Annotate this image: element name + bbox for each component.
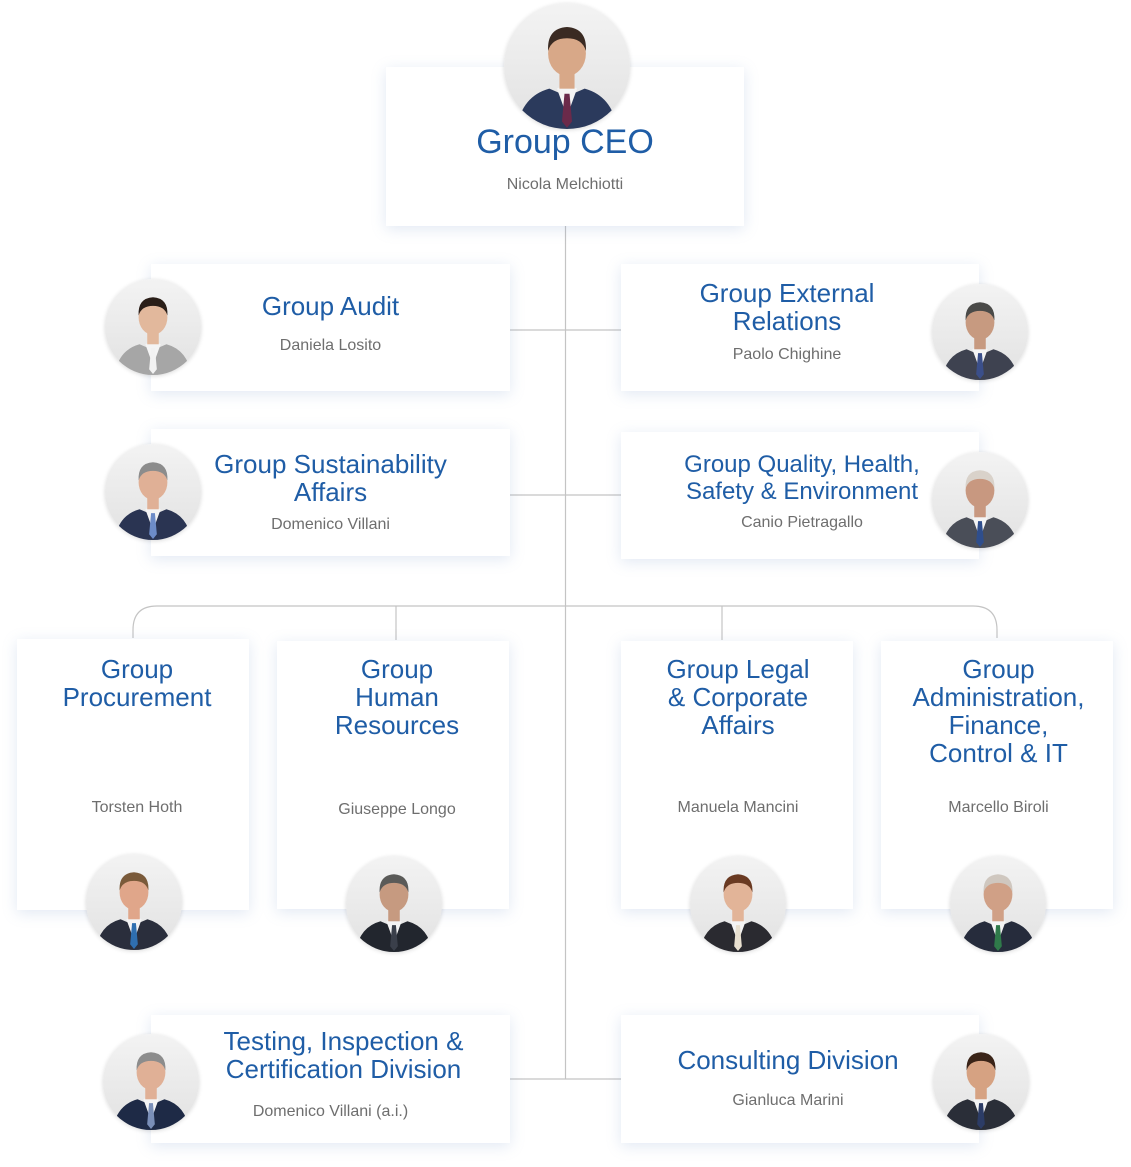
portrait-icon (114, 297, 192, 375)
group-procurement-role-title: Group Procurement (62, 654, 212, 712)
group-administration-role-title: Group Administration, Finance, Control &… (912, 654, 1085, 768)
group-external-relations-avatar (932, 284, 1028, 380)
group-external-relations-person-name: Paolo Chighine (732, 346, 842, 363)
portrait-icon (114, 462, 192, 540)
ceo-role-title: Group CEO (476, 123, 654, 161)
tic-division-avatar (103, 1034, 199, 1130)
group-qhse-person-name: Canio Pietragallo (741, 514, 863, 531)
group-audit-person-name: Daniela Losito (279, 337, 382, 354)
ceo-person-name: Nicola Melchiotti (506, 176, 624, 193)
tic-division-card[interactable]: Testing, Inspection & Certification Divi… (151, 1015, 510, 1143)
portrait-icon (112, 1052, 190, 1130)
portrait-icon (95, 872, 173, 950)
group-legal-corporate-affairs-avatar (690, 856, 786, 952)
portrait-icon (699, 874, 777, 952)
portrait-icon (516, 26, 618, 129)
group-administration-avatar (950, 856, 1046, 952)
group-legal-corporate-affairs-person-name: Manuela Mancini (677, 799, 799, 816)
group-sustainability-affairs-avatar (105, 444, 201, 540)
group-audit-role-title: Group Audit (261, 291, 400, 321)
tic-division-person-name: Domenico Villani (a.i.) (252, 1103, 409, 1120)
tic-division-role-title: Testing, Inspection & Certification Divi… (223, 1026, 464, 1084)
consulting-division-person-name: Gianluca Marini (732, 1092, 844, 1109)
group-human-resources-person-name: Giuseppe Longo (338, 801, 456, 818)
consulting-division-role-title: Consulting Division (677, 1045, 899, 1075)
portrait-icon (941, 302, 1019, 380)
group-human-resources-avatar (346, 856, 442, 952)
group-audit-avatar (105, 279, 201, 375)
portrait-icon (355, 874, 433, 952)
consulting-division-card[interactable]: Consulting Division Gianluca Marini (621, 1015, 979, 1143)
group-procurement-avatar (86, 854, 182, 950)
ceo-card[interactable]: Group CEO Nicola Melchiotti (386, 67, 744, 226)
ceo-avatar (504, 3, 630, 129)
group-sustainability-affairs-person-name: Domenico Villani (271, 516, 390, 533)
group-administration-person-name: Marcello Biroli (948, 799, 1049, 816)
group-audit-card[interactable]: Group Audit Daniela Losito (151, 264, 510, 391)
group-qhse-role-title: Group Quality, Health, Safety & Environm… (684, 451, 920, 505)
group-qhse-card[interactable]: Group Quality, Health, Safety & Environm… (621, 432, 979, 559)
portrait-icon (942, 1052, 1020, 1130)
group-qhse-avatar (932, 452, 1028, 548)
group-sustainability-affairs-card[interactable]: Group Sustainability Affairs Domenico Vi… (151, 429, 510, 556)
group-external-relations-card[interactable]: Group External Relations Paolo Chighine (621, 264, 979, 391)
group-procurement-person-name: Torsten Hoth (91, 799, 183, 816)
portrait-icon (941, 470, 1019, 548)
consulting-division-avatar (933, 1034, 1029, 1130)
group-legal-corporate-affairs-role-title: Group Legal & Corporate Affairs (666, 654, 810, 740)
group-human-resources-role-title: Group Human Resources (334, 654, 460, 740)
portrait-icon (959, 874, 1037, 952)
group-external-relations-role-title: Group External Relations (699, 278, 875, 336)
group-sustainability-affairs-role-title: Group Sustainability Affairs (214, 449, 447, 507)
functions-bracket (132, 605, 998, 638)
